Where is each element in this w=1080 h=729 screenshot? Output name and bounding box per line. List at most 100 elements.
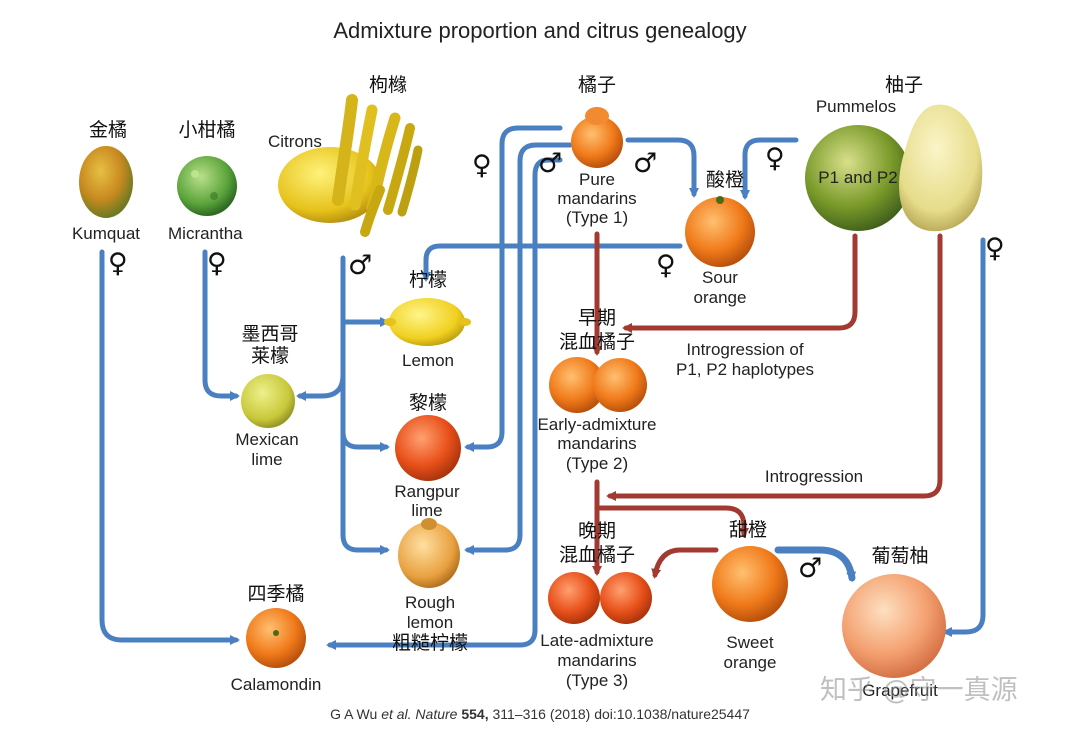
fruit-lemon [384, 298, 471, 346]
late-admixture-label-zh-line1: 晚期 [577, 520, 616, 542]
sweet-orange-label-line2: orange [723, 653, 777, 672]
introgression-label: Introgression [764, 467, 864, 486]
blue-arrows [99, 125, 986, 650]
male-symbol: ♂ [348, 250, 373, 281]
citation-pages: 311–316 (2018) doi:10.1038/nature25447 [488, 706, 750, 722]
sour-orange-label-line1: Sour [702, 268, 738, 287]
rough-lemon-label-line2: lemon [406, 613, 454, 632]
female-symbol: ♀ [985, 233, 1005, 264]
arrow-mandarin-to-sour-orange [625, 137, 699, 198]
fruit-kumquat [79, 146, 133, 218]
pummelo-label: Pummelos [815, 97, 897, 116]
mexican-lime-label-zh-line1: 墨西哥 [241, 323, 299, 345]
fruit-micrantha [177, 156, 237, 216]
micrantha-label: Micrantha [168, 224, 243, 243]
grapefruit-label-zh: 葡萄柚 [871, 545, 929, 567]
pure-mandarin-label-zh: 橘子 [577, 74, 616, 96]
arrow-citron-to-mexican-lime [296, 372, 346, 401]
calamondin-label-zh: 四季橘 [247, 583, 305, 605]
citation-authors: G A Wu [330, 706, 382, 722]
arrow-sweet-to-late-admixture [651, 547, 719, 579]
introgression-p1p2-label-line1: Introgression of [686, 340, 804, 359]
arrow-pummelo-introgression [606, 233, 943, 501]
fruit-calamondin [246, 608, 306, 668]
fruit-sweet-orange [712, 546, 788, 622]
arrow-sour-to-lemon [421, 243, 683, 282]
male-symbol: ♂ [538, 148, 563, 179]
red-arrows [592, 231, 943, 579]
kumquat-label-zh: 金橘 [88, 119, 127, 141]
citation-etal: et al. [381, 706, 412, 722]
male-symbol: ♂ [798, 553, 823, 584]
rangpur-label-line1: Rangpur [394, 482, 460, 501]
lemon-label-zh: 柠檬 [408, 269, 447, 291]
fruit-rangpur-lime [395, 415, 461, 481]
late-admixture-label-line1: Late-admixture [540, 631, 654, 650]
arrow-to-sweet-orange [594, 505, 749, 538]
citation: G A Wu et al. Nature 554, 311–316 (2018)… [0, 706, 1080, 722]
lemon-label: Lemon [402, 351, 454, 370]
calamondin-label: Calamondin [230, 675, 322, 694]
late-admixture-label-line2: mandarins [557, 651, 637, 670]
mexican-lime-label-line2: lime [251, 450, 283, 469]
sour-orange-label-zh: 酸橙 [705, 169, 744, 191]
female-symbol: ♀ [472, 150, 492, 181]
male-symbol: ♂ [633, 148, 658, 179]
female-symbol: ♀ [108, 248, 128, 279]
watermark: 知乎 @守一真源 [820, 675, 1018, 706]
rough-lemon-label-zh: 粗糙柠檬 [391, 632, 468, 654]
citation-journal: Nature [411, 706, 458, 722]
sour-orange-label-line2: orange [693, 288, 747, 307]
arrow-kumquat-to-calamondin [99, 249, 240, 645]
fruit-citron-buddhas-hand [278, 94, 423, 237]
late-admixture-label-zh-line2: 混血橘子 [558, 544, 635, 566]
fruit-grapefruit [842, 574, 946, 678]
arrow-micrantha-to-mexican-lime [202, 249, 240, 401]
introgression-p1p2-label-line2: P1, P2 haplotypes [676, 360, 814, 379]
kumquat-label: Kumquat [71, 224, 141, 243]
pummelo-label-zh: 柚子 [884, 74, 923, 96]
arrow-mandarin-to-rangpur [464, 125, 563, 452]
fruit-late-admixture [548, 572, 652, 624]
female-symbol: ♀ [207, 248, 227, 279]
micrantha-label-zh: 小柑橘 [178, 119, 236, 141]
citron-label: Citrons [268, 132, 322, 151]
female-symbol: ♀ [656, 250, 676, 281]
diagram-title: Admixture proportion and citrus genealog… [333, 18, 747, 43]
early-admixture-label-line1: Early-admixture [537, 415, 657, 434]
mexican-lime-label-zh-line2: 莱檬 [250, 345, 289, 367]
arrow-sweet-to-grapefruit [774, 546, 857, 582]
citation-volume: 554, [461, 706, 489, 722]
arrow-pummelo-to-sour-orange [740, 137, 799, 200]
arrow-mandarin-to-calamondin [326, 157, 563, 650]
early-admixture-label-zh-line1: 早期 [577, 307, 616, 329]
citron-label-zh: 枸橼 [368, 74, 407, 96]
pure-mandarin-label-line1: Pure [579, 170, 615, 189]
fruit-mexican-lime [241, 374, 295, 428]
mexican-lime-label-line1: Mexican [235, 430, 299, 449]
late-admixture-label-line3: (Type 3) [565, 671, 629, 690]
sweet-orange-label-line1: Sweet [726, 633, 774, 652]
arrow-pummelo-introgression-p1p2 [622, 233, 858, 333]
rough-lemon-label-line1: Rough [404, 593, 456, 612]
arrow-citron-to-rangpur [340, 429, 390, 452]
rangpur-label-zh: 黎檬 [408, 392, 447, 414]
rangpur-label-line2: lime [411, 501, 443, 520]
arrow-pummelo-to-grapefruit [942, 237, 986, 637]
early-admixture-label-line2: mandarins [557, 434, 637, 453]
arrow-mandarin-to-rough-lemon [464, 142, 573, 555]
pure-mandarin-label-line2: mandarins [557, 189, 637, 208]
fruit-pummelos [805, 104, 983, 232]
sweet-orange-label-zh: 甜橙 [728, 519, 767, 541]
fruit-rough-lemon [398, 518, 460, 588]
fruit-sour-orange [685, 196, 755, 267]
fruit-early-admixture [549, 357, 647, 413]
early-admixture-label-line3: (Type 2) [565, 454, 629, 473]
grapefruit-label: Grapefruit [862, 681, 938, 700]
pummelo-haplotype-label: P1 and P2 [818, 168, 898, 187]
early-admixture-label-zh-line2: 混血橘子 [558, 331, 635, 353]
fruit-pure-mandarin [571, 107, 623, 168]
female-symbol: ♀ [765, 143, 785, 174]
arrow-citron-trunk [340, 255, 390, 555]
